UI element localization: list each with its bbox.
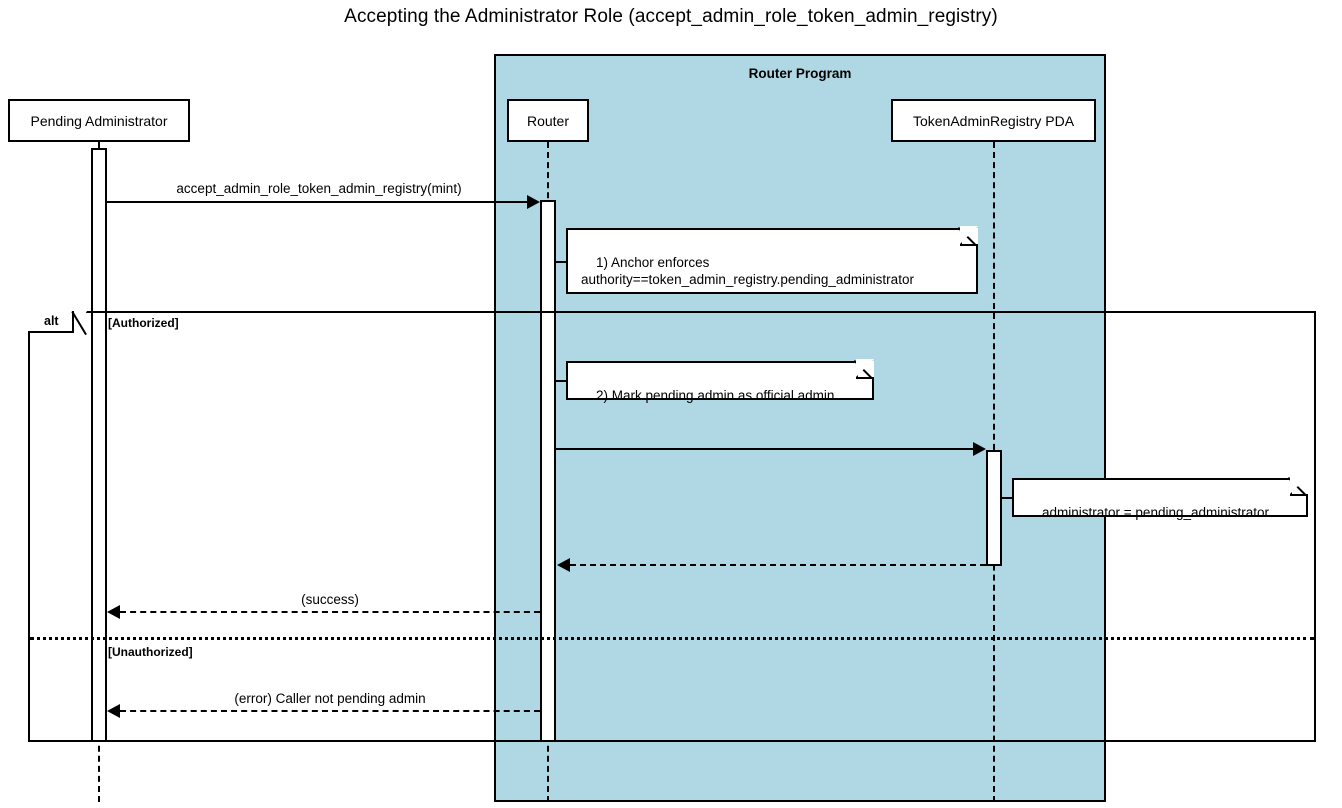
note-fold-corner-icon <box>856 359 874 379</box>
group-title-label: Router Program <box>748 66 852 81</box>
group-box-router-program: Router Program <box>494 54 1106 802</box>
note-connector-3 <box>1002 497 1014 499</box>
page-title: Accepting the Administrator Role (accept… <box>344 6 998 27</box>
note-fold-corner-icon <box>960 226 978 246</box>
message-label-success: (success) <box>120 592 540 607</box>
message-text: accept_admin_role_token_admin_registry(m… <box>176 181 462 196</box>
note-fold-corner-icon <box>1290 476 1308 496</box>
note-administrator-assignment: administrator = pending_administrator <box>1012 476 1308 520</box>
alt-operator-label: alt <box>44 314 59 328</box>
participant-router[interactable]: Router <box>507 99 589 142</box>
message-line-success <box>120 611 540 613</box>
note-text: 1) Anchor enforces authority==token_admi… <box>581 255 914 287</box>
message-line-accept-admin-role <box>107 201 531 203</box>
alt-branch-condition-unauthorized: [Unauthorized] <box>108 645 193 659</box>
message-arrowhead-accept-admin-role <box>527 195 540 209</box>
activation-router <box>540 200 556 742</box>
message-text: (error) Caller not pending admin <box>234 691 426 706</box>
condition-text: [Authorized] <box>108 316 179 330</box>
note-mark-pending-admin: 2) Mark pending admin as official admin <box>566 359 874 403</box>
note-text: administrator = pending_administrator <box>1042 505 1270 520</box>
participant-pending-administrator[interactable]: Pending Administrator <box>8 99 190 142</box>
note-connector-2 <box>556 380 568 382</box>
message-arrowhead-success <box>107 605 120 619</box>
alt-fragment-tab-notch <box>74 311 87 333</box>
participant-token-admin-registry-pda[interactable]: TokenAdminRegistry PDA <box>891 99 1096 142</box>
message-label-error: (error) Caller not pending admin <box>120 691 540 706</box>
participant-label: TokenAdminRegistry PDA <box>912 112 1075 129</box>
message-line-error <box>120 710 540 712</box>
participant-label: Router <box>526 112 570 129</box>
note-connector-1 <box>556 261 568 263</box>
message-arrowhead-update-registry <box>973 442 986 456</box>
message-arrowhead-registry-return <box>557 558 570 572</box>
alt-branch-condition-authorized: [Authorized] <box>108 316 179 330</box>
message-label-accept-admin-role: accept_admin_role_token_admin_registry(m… <box>107 181 531 196</box>
participant-label: Pending Administrator <box>30 112 168 129</box>
message-arrowhead-error <box>107 704 120 718</box>
note-anchor-enforces: 1) Anchor enforces authority==token_admi… <box>566 226 978 294</box>
alt-fragment-operator-tab: alt <box>28 311 74 333</box>
message-line-registry-return <box>570 564 986 566</box>
alt-branch-separator <box>30 637 1314 640</box>
activation-token-admin-registry-pda <box>986 450 1002 566</box>
message-text: (success) <box>301 592 359 607</box>
note-text: 2) Mark pending admin as official admin <box>596 388 835 403</box>
activation-pending-administrator <box>91 148 107 742</box>
message-line-update-registry <box>556 448 977 450</box>
condition-text: [Unauthorized] <box>108 645 193 659</box>
